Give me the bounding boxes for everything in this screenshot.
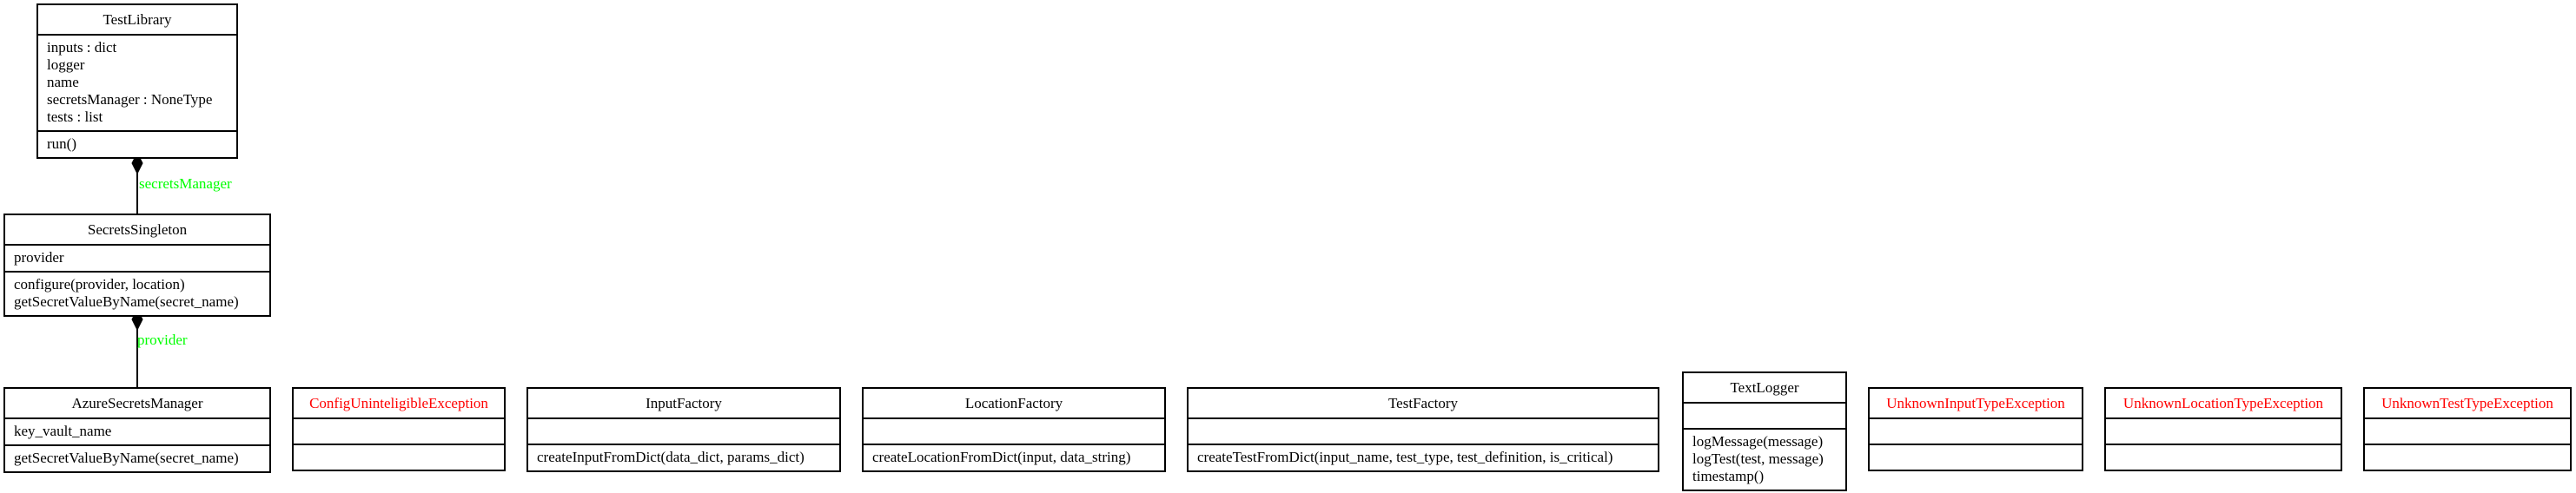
attributes-section	[1189, 417, 1658, 444]
attributes-section	[864, 417, 1164, 444]
methods-section	[2365, 444, 2570, 470]
methods-section	[294, 444, 504, 470]
attributes-section: provider	[5, 244, 269, 271]
methods-section: logMessage(message) logTest(test, messag…	[1684, 428, 1845, 490]
methods-section: createInputFromDict(data_dict, params_di…	[528, 444, 839, 470]
method: createInputFromDict(data_dict, params_di…	[537, 449, 805, 465]
attributes-section: key_vault_name	[5, 417, 269, 444]
class-name: TestLibrary	[103, 11, 172, 28]
attributes-section	[294, 417, 504, 444]
class-name: TextLogger	[1730, 379, 1799, 396]
class-test-factory: TestFactory createTestFromDict(input_nam…	[1187, 387, 1659, 472]
method: createTestFromDict(input_name, test_type…	[1197, 449, 1613, 465]
methods-section: configure(provider, location) getSecretV…	[5, 271, 269, 315]
attribute: secretsManager : NoneType	[47, 91, 213, 108]
class-name: InputFactory	[646, 395, 722, 411]
edge-label-secrets-manager: secretsManager	[139, 175, 232, 192]
class-location-factory: LocationFactory createLocationFromDict(i…	[862, 387, 1166, 472]
class-name: AzureSecretsManager	[71, 395, 203, 411]
class-name: TestFactory	[1387, 395, 1458, 411]
class-config-uninteligible-exception: ConfigUninteligibleException	[292, 387, 506, 471]
methods-section: getSecretValueByName(secret_name)	[5, 444, 269, 471]
class-name: SecretsSingleton	[87, 221, 188, 238]
method: logMessage(message)	[1692, 433, 1824, 450]
class-name: UnknownInputTypeException	[1886, 395, 2065, 411]
method: getSecretValueByName(secret_name)	[14, 293, 239, 310]
class-unknown-test-type-exception: UnknownTestTypeException	[2363, 387, 2572, 471]
method: configure(provider, location)	[14, 276, 185, 293]
method: logTest(test, message)	[1692, 450, 1824, 467]
attribute: key_vault_name	[14, 423, 112, 439]
attributes-section	[2106, 417, 2341, 444]
method: timestamp()	[1692, 468, 1765, 484]
class-text-logger: TextLogger logMessage(message) logTest(t…	[1682, 371, 1847, 491]
class-test-library: TestLibrary inputs : dict logger name se…	[36, 3, 238, 159]
class-name: UnknownTestTypeException	[2381, 395, 2553, 411]
methods-section	[1870, 444, 2082, 470]
attributes-section	[1684, 402, 1845, 428]
edge-label-provider: provider	[137, 332, 188, 348]
class-name: ConfigUninteligibleException	[309, 395, 488, 411]
attribute: inputs : dict	[47, 39, 117, 56]
methods-section	[2106, 444, 2341, 470]
attribute: provider	[14, 249, 64, 266]
class-unknown-location-type-exception: UnknownLocationTypeException	[2104, 387, 2342, 471]
attribute: logger	[47, 56, 85, 73]
attributes-section	[528, 417, 839, 444]
methods-section: run()	[38, 130, 236, 157]
class-input-factory: InputFactory createInputFromDict(data_di…	[526, 387, 841, 472]
class-secrets-singleton: SecretsSingleton provider configure(prov…	[3, 214, 271, 317]
class-name: LocationFactory	[964, 395, 1063, 411]
method: createLocationFromDict(input, data_strin…	[872, 449, 1131, 465]
class-name: UnknownLocationTypeException	[2122, 395, 2324, 411]
attribute: name	[47, 74, 79, 90]
attributes-section	[2365, 417, 2570, 444]
methods-section: createTestFromDict(input_name, test_type…	[1189, 444, 1658, 470]
method: getSecretValueByName(secret_name)	[14, 450, 239, 466]
class-unknown-input-type-exception: UnknownInputTypeException	[1868, 387, 2083, 471]
attributes-section: inputs : dict logger name secretsManager…	[38, 34, 236, 130]
attributes-section	[1870, 417, 2082, 444]
methods-section: createLocationFromDict(input, data_strin…	[864, 444, 1164, 470]
class-azure-secrets-manager: AzureSecretsManager key_vault_name getSe…	[3, 387, 271, 473]
method: run()	[47, 135, 76, 152]
attribute: tests : list	[47, 108, 103, 125]
